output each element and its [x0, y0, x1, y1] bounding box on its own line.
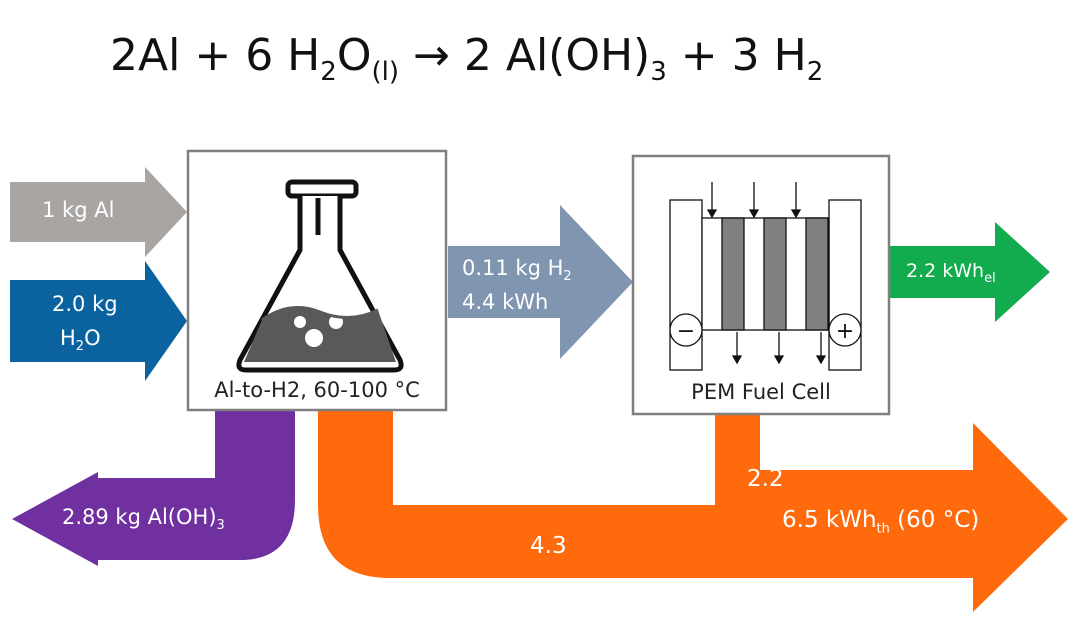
hydrogen-mass-label: 0.11 kg H2 [462, 256, 572, 285]
hydrogen-energy-label: 4.4 kWh [462, 290, 549, 314]
reactor-caption: Al-to-H2, 60-100 °C [214, 378, 420, 402]
reactor-heat-label: 4.3 [530, 533, 567, 559]
byproduct-label: 2.89 kg Al(OH)3 [62, 505, 225, 534]
water-input-label-2: H2O [60, 326, 101, 355]
heat-flow [318, 410, 1068, 612]
fc-plus-sign: + [836, 319, 854, 344]
fuel-cell-caption: PEM Fuel Cell [691, 380, 831, 404]
hydrogen-arrow [448, 205, 633, 359]
fuel-cell-schematic [669, 182, 862, 371]
liquid-surface [261, 306, 379, 322]
fc-minus-sign: − [677, 319, 695, 344]
water-input-arrow [10, 261, 187, 381]
water-input-label-1: 2.0 kg [52, 292, 118, 316]
fuel-cell-heat-label: 2.2 [747, 466, 784, 492]
total-heat-label: 6.5 kWhth (60 °C) [782, 507, 980, 537]
electricity-arrow [890, 222, 1050, 322]
electricity-label: 2.2 kWhel [906, 260, 996, 286]
al-input-label: 1 kg Al [42, 198, 115, 222]
byproduct-flow [12, 410, 295, 566]
al-input-arrow [10, 167, 187, 257]
flask-icon [236, 179, 404, 373]
reaction-equation: 2Al + 6 H2O(l) → 2 Al(OH)3 + 3 H2 [110, 30, 824, 87]
